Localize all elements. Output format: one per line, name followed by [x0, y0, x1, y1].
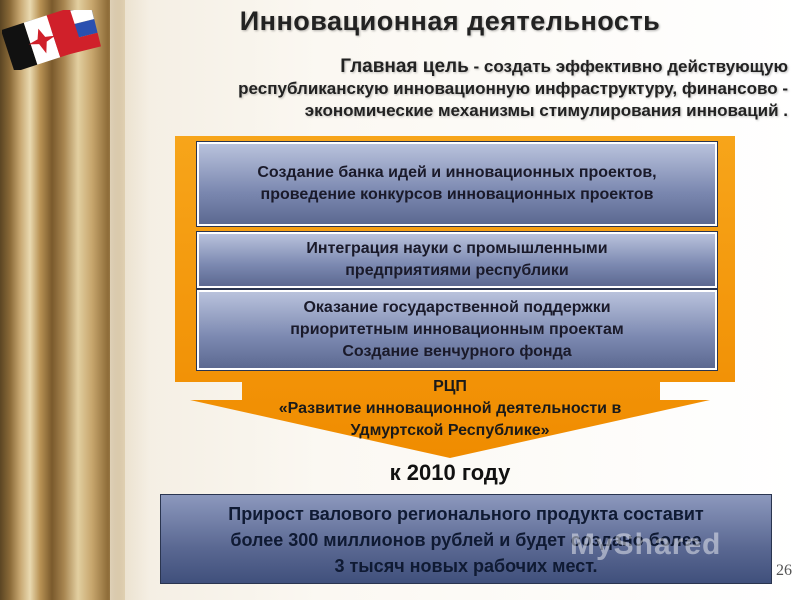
program-name-line1: «Развитие инновационной деятельности в — [278, 400, 622, 417]
box-text: Создание венчурного фонда — [342, 343, 572, 360]
result-line3: 3 тысяч новых рабочих мест. — [334, 556, 598, 576]
box-text: проведение конкурсов инновационных проек… — [260, 186, 654, 203]
result-line1: Прирост валового регионального продукта … — [228, 504, 704, 524]
watermark: MyShared — [570, 528, 722, 561]
program-name-line2: Удмуртской Республике» — [350, 422, 550, 439]
box-text: предприятиями республики — [345, 262, 569, 279]
result-box: Прирост валового регионального продукта … — [160, 494, 772, 584]
decorative-pillar-fade — [110, 0, 150, 600]
goal-lead: Главная цель — [340, 56, 469, 77]
box-text: приоритетным инновационным проектам — [290, 321, 624, 338]
goal-line3: экономические механизмы стимулирования и… — [304, 101, 788, 120]
box-text: Создание банка идей и инновационных прое… — [257, 164, 657, 181]
slide-title: Инновационная деятельность — [239, 6, 661, 36]
program-abbrev: РЦП — [433, 378, 467, 395]
initiative-box-support: Оказание государственной поддержки приор… — [196, 289, 718, 371]
goal-line1: - создать эффективно действующую — [468, 57, 788, 76]
box-text: Интеграция науки с промышленными — [306, 240, 608, 257]
program-label: РЦП «Развитие инновационной деятельности… — [240, 376, 660, 442]
initiative-box-integration: Интеграция науки с промышленными предпри… — [196, 231, 718, 289]
decorative-pillar — [0, 0, 125, 600]
target-year: к 2010 году — [389, 460, 511, 485]
initiative-box-ideas-bank: Создание банка идей и инновационных прое… — [196, 141, 718, 227]
box-text: Оказание государственной поддержки — [303, 299, 611, 316]
goal-line2: республиканскую инновационную инфраструк… — [238, 79, 788, 98]
goal-statement: Главная цель - создать эффективно действ… — [100, 56, 788, 122]
flag-icon — [2, 10, 101, 70]
page-number: 26 — [776, 562, 792, 579]
result-line2: более 300 миллионов рублей и будет созда… — [230, 530, 702, 550]
